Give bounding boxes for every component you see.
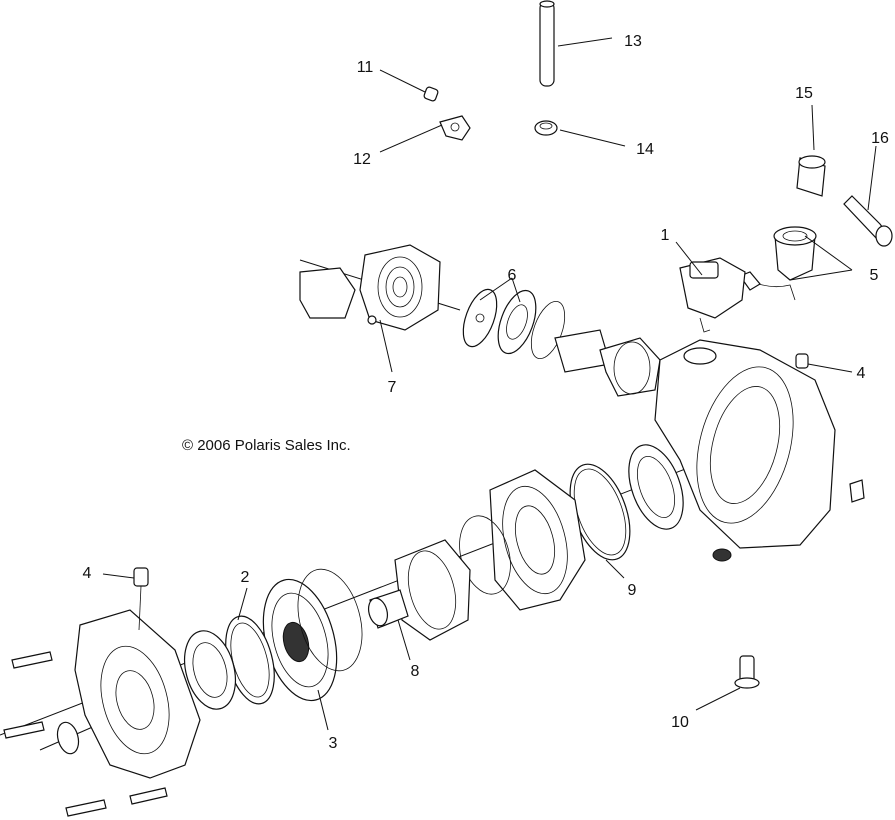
callout-15: 15: [795, 85, 813, 102]
housing-seal: [628, 444, 684, 530]
part-5-reservoir: [739, 226, 817, 301]
part-4-fitting-right: [795, 353, 809, 369]
part-11-screw: [423, 86, 439, 102]
part-7-cover: [299, 244, 441, 331]
part-15-bushing: [796, 155, 826, 197]
callout-labels: 1 2 3 4 4 5 6 7 8 9 10 11 12 13 14 15 16: [83, 33, 889, 752]
part-3-armature-plate: [262, 568, 363, 702]
part-1-actuator: [679, 257, 746, 333]
input-shaft: [554, 329, 661, 397]
callout-14: 14: [636, 141, 654, 158]
callout-9: 9: [628, 582, 637, 599]
part-14-clip: [534, 120, 558, 136]
callout-6: 6: [508, 267, 517, 284]
part-13-pin: [539, 0, 555, 87]
callout-5: 5: [870, 267, 879, 284]
main-housing: [654, 339, 865, 562]
callout-1: 1: [661, 227, 670, 244]
part-16-bolt: [843, 195, 893, 247]
callout-4-left: 4: [83, 565, 92, 582]
roller-cage: [394, 539, 471, 641]
cover-bolts: [3, 651, 168, 817]
callout-16: 16: [871, 130, 889, 147]
callout-3: 3: [329, 735, 338, 752]
part-10-bolt: [734, 655, 760, 689]
callout-4-right: 4: [857, 365, 866, 382]
part-12-bracket: [439, 115, 471, 141]
callout-11: 11: [357, 59, 374, 76]
part-4-fitting-left: [133, 567, 149, 631]
part-6-plates: [462, 288, 566, 359]
callout-13: 13: [624, 33, 642, 50]
leader-lines: [102, 37, 877, 731]
callout-7: 7: [388, 379, 397, 396]
callout-8: 8: [411, 663, 420, 680]
end-cover: [56, 609, 201, 779]
part-8-sleeve: [367, 589, 409, 629]
callout-10: 10: [671, 714, 689, 731]
callout-2: 2: [241, 569, 250, 586]
cover-seal: [184, 630, 236, 710]
ring-gear-drum: [489, 469, 586, 611]
copyright-notice: © 2006 Polaris Sales Inc.: [182, 437, 351, 454]
callout-12: 12: [353, 151, 371, 168]
